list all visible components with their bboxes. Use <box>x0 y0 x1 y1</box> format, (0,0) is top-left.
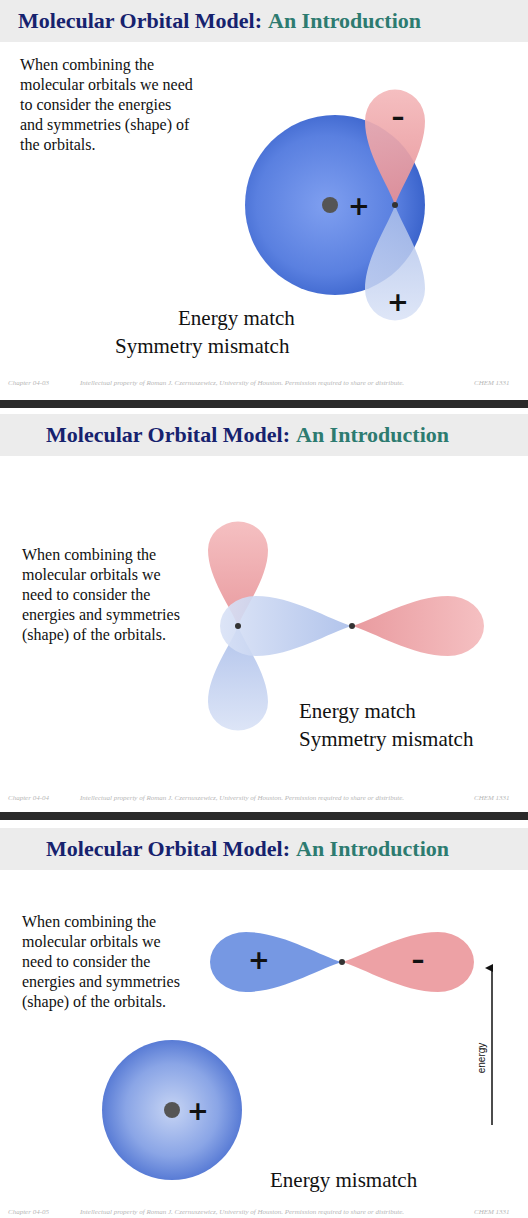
slide-title: Molecular Orbital Model: <box>18 8 262 34</box>
footer-note: Intellectual property of Roman J. Czernu… <box>80 794 404 802</box>
footer-note: Intellectual property of Roman J. Czernu… <box>80 379 404 387</box>
slide-title: Molecular Orbital Model: <box>46 422 290 448</box>
body-text: When combining the molecular orbitals we… <box>20 55 195 155</box>
title-line: Molecular Orbital Model:An Introduction <box>46 422 449 448</box>
match-label: Symmetry mismatch <box>115 334 289 359</box>
footer-note: Intellectual property of Roman J. Czernu… <box>80 1208 404 1216</box>
match-label: Energy mismatch <box>270 1168 417 1193</box>
body-text: When combining the molecular orbitals we… <box>22 912 187 1012</box>
axis-label: energy <box>476 1043 487 1074</box>
slide-subtitle: An Introduction <box>268 8 421 34</box>
match-label: Energy match <box>178 306 295 331</box>
footer-chapter: Chapter 04-03 <box>8 379 49 387</box>
match-label: Energy match <box>299 699 416 724</box>
title-line: Molecular Orbital Model:An Introduction <box>46 836 449 862</box>
title-line: Molecular Orbital Model:An Introduction <box>18 8 421 34</box>
footer-course: CHEM 1331 <box>474 794 510 802</box>
phase-sign: – <box>412 947 425 973</box>
phase-sign: + <box>248 947 270 973</box>
slide-subtitle: An Introduction <box>296 422 449 448</box>
slide-title: Molecular Orbital Model: <box>46 836 290 862</box>
match-label: Symmetry mismatch <box>299 727 473 752</box>
footer-course: CHEM 1331 <box>474 379 510 387</box>
footer-chapter: Chapter 04-05 <box>8 1208 49 1216</box>
phase-sign: + <box>187 1098 209 1124</box>
body-text: When combining the molecular orbitals we… <box>22 545 187 645</box>
slide-subtitle: An Introduction <box>296 836 449 862</box>
footer-chapter: Chapter 04-04 <box>8 794 49 802</box>
phase-sign: + <box>387 289 409 315</box>
footer-course: CHEM 1331 <box>474 1208 510 1216</box>
phase-sign: – <box>392 104 405 130</box>
phase-sign: + <box>348 193 370 219</box>
